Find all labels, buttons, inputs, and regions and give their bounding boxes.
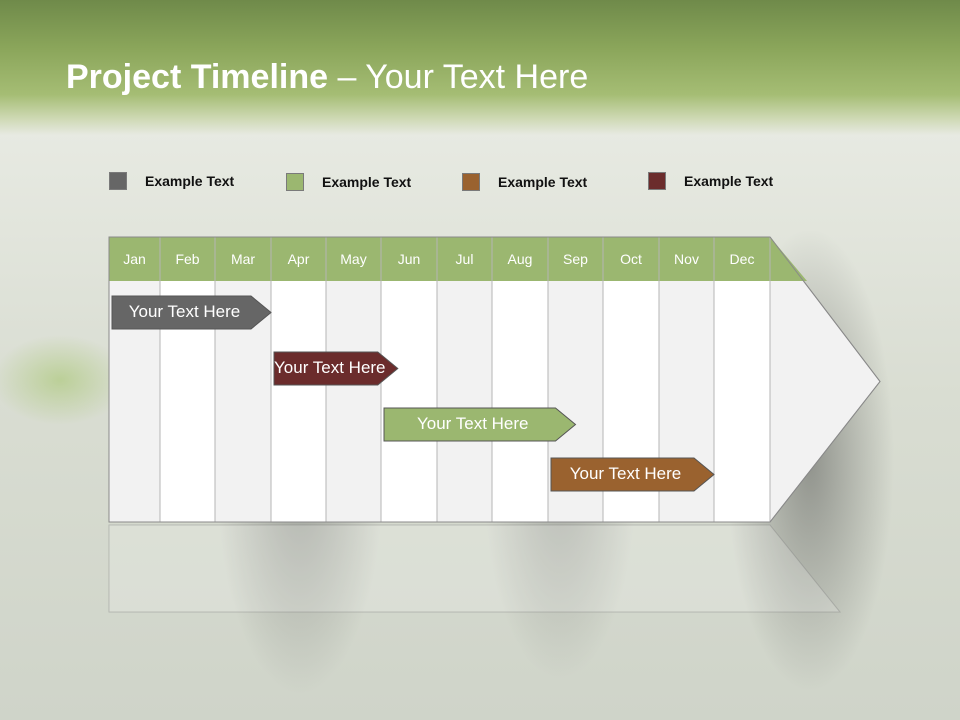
task-bar <box>383 407 577 442</box>
task-bar <box>111 295 272 330</box>
legend-label: Example Text <box>145 173 235 189</box>
month-label-aug: Aug <box>507 251 533 267</box>
legend-item-1: Example Text <box>109 170 234 192</box>
month-label-dec: Dec <box>729 251 755 267</box>
month-label-jul: Jul <box>455 251 474 267</box>
month-column <box>271 281 326 522</box>
month-header-band <box>109 237 807 281</box>
page-title: Project Timeline – Your Text Here <box>66 58 588 97</box>
month-label-sep: Sep <box>563 251 588 267</box>
legend-swatch-green <box>286 173 304 191</box>
timeline-reflection <box>108 524 842 613</box>
month-label-nov: Nov <box>674 251 699 267</box>
title-rest: – Your Text Here <box>328 58 589 96</box>
month-column <box>714 281 770 522</box>
month-label-feb: Feb <box>175 251 200 267</box>
legend-swatch-brown <box>462 173 480 191</box>
task-bar <box>550 457 715 492</box>
legend-label: Example Text <box>498 174 588 190</box>
timeline-arrow-outline <box>108 236 881 523</box>
month-label-oct: Oct <box>620 251 642 267</box>
legend-label: Example Text <box>684 173 774 189</box>
month-column <box>381 281 437 522</box>
month-label-may: May <box>340 251 367 267</box>
header-band <box>0 0 960 135</box>
task-label: Your Text Here <box>569 464 682 483</box>
title-bold: Project Timeline <box>66 58 329 96</box>
legend-item-2: Example Text <box>286 171 411 193</box>
legend-item-4: Example Text <box>648 170 773 192</box>
month-column <box>492 281 548 522</box>
legend-item-3: Example Text <box>462 171 587 193</box>
task-bar <box>273 351 399 386</box>
task-label: Your Text Here <box>416 414 529 433</box>
month-label-apr: Apr <box>287 251 310 267</box>
month-label-jun: Jun <box>397 251 421 267</box>
task-label: Your Text Here <box>128 302 241 321</box>
legend-swatch-gray <box>109 172 127 190</box>
task-label: Your Text Here <box>274 358 386 377</box>
month-label-jan: Jan <box>123 251 146 267</box>
month-label-mar: Mar <box>230 251 256 267</box>
legend-label: Example Text <box>322 174 412 190</box>
legend-swatch-maroon <box>648 172 666 190</box>
